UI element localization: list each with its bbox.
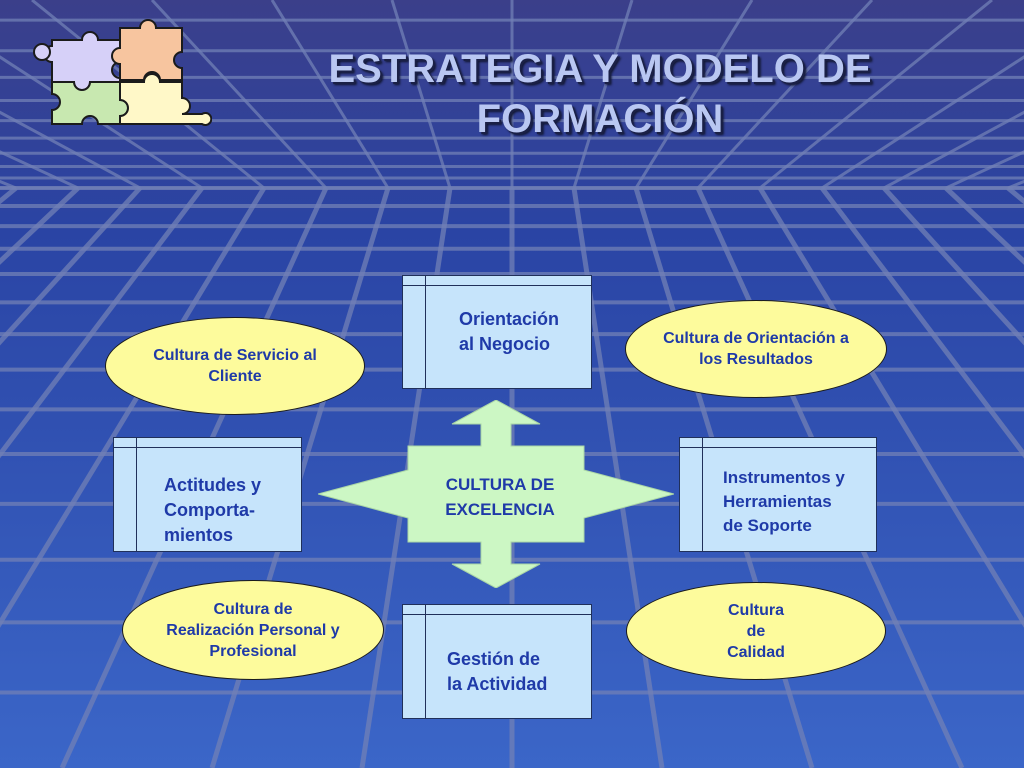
- box-actitudes: Actitudes y Comporta- mientos: [113, 437, 302, 552]
- box-instrumentos: Instrumentos y Herramientas de Soporte: [679, 437, 877, 552]
- grid-line: [883, 110, 1024, 190]
- box-text-line: al Negocio: [459, 334, 551, 354]
- grid-line: [757, 186, 1024, 628]
- box-text-line: Gestión de: [447, 649, 541, 669]
- center-label-line-1: CULTURA DE: [445, 475, 555, 494]
- grid-line: [759, 0, 993, 190]
- four-way-arrow-shape: [318, 400, 674, 588]
- box-text-line: Actitudes y: [164, 475, 262, 495]
- four-way-arrow-icon: [318, 400, 674, 588]
- oval-servicio-cliente: Cultura de Servicio al Cliente: [105, 317, 365, 415]
- grid-line: [0, 186, 267, 628]
- box-orientacion-text: Orientación al Negocio: [459, 307, 559, 357]
- title-line-2: FORMACIÓN: [476, 97, 724, 141]
- box-text-line: Instrumentos y: [723, 468, 845, 487]
- center-label: CULTURA DE EXCELENCIA: [410, 472, 590, 522]
- grid-line: [0, 110, 141, 190]
- box-gestion-text: Gestión de la Actividad: [447, 647, 547, 697]
- box-text-line: Herramientas: [723, 492, 832, 511]
- grid-line: [0, 186, 142, 346]
- box-orientacion-negocio: Orientación al Negocio: [402, 275, 592, 389]
- box-text-line: Comporta-: [164, 500, 255, 520]
- oval-text: Cultura de Orientación a los Resultados: [663, 330, 849, 368]
- center-label-line-2: EXCELENCIA: [445, 500, 555, 519]
- grid-line: [945, 150, 1024, 190]
- title-line-1: ESTRATEGIA Y MODELO DE: [328, 47, 872, 91]
- oval-text: Cultura de Calidad: [727, 601, 785, 661]
- box-text-line: Orientación: [459, 309, 560, 329]
- grid-line: [820, 186, 1024, 459]
- page-title: ESTRATEGIA Y MODELO DE FORMACIÓN: [250, 44, 950, 144]
- oval-calidad: Cultura de Calidad: [626, 582, 886, 680]
- box-actitudes-text: Actitudes y Comporta- mientos: [164, 473, 261, 548]
- oval-orientacion-resultados: Cultura de Orientación a los Resultados: [625, 300, 887, 398]
- grid-line: [821, 55, 1024, 190]
- oval-text: Cultura de Servicio al Cliente: [153, 347, 317, 385]
- oval-text: Cultura de Realización Personal y Profes…: [166, 600, 340, 660]
- grid-line: [0, 186, 204, 459]
- box-text-line: mientos: [164, 525, 234, 545]
- box-instrumentos-text: Instrumentos y Herramientas de Soporte: [723, 466, 845, 538]
- grid-line: [572, 0, 634, 189]
- grid-line: [634, 0, 754, 189]
- grid-line: [390, 0, 452, 189]
- grid-line: [270, 0, 390, 189]
- box-text-line: la Actividad: [447, 674, 548, 694]
- grid-line: [882, 186, 1024, 346]
- box-gestion-actividad: Gestión de la Actividad: [402, 604, 592, 719]
- oval-realizacion-personal: Cultura de Realización Personal y Profes…: [122, 580, 384, 680]
- puzzle-pieces-icon: [33, 19, 212, 126]
- box-text-line: de Soporte: [723, 516, 812, 535]
- grid-line: [696, 0, 874, 190]
- grid-line: [0, 150, 79, 190]
